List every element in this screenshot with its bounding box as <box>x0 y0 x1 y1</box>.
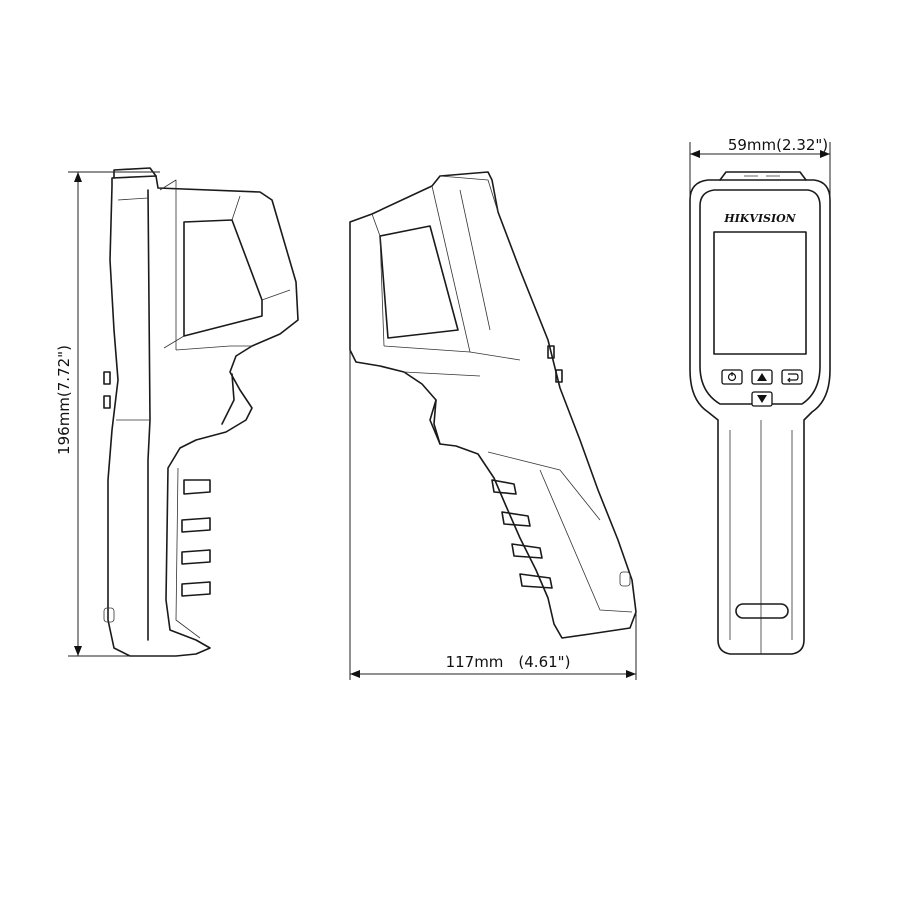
side-spine <box>147 189 151 641</box>
angled-head-facets <box>349 213 385 350</box>
side-view <box>103 167 299 657</box>
front-bezel <box>699 189 821 405</box>
front-view: HIKVISION <box>689 171 831 655</box>
up-arrow-icon <box>757 373 767 381</box>
side-panel-lines <box>116 197 150 421</box>
angled-button-upper <box>547 345 555 359</box>
side-trigger <box>221 373 235 425</box>
side-view-outline <box>107 175 299 657</box>
width-label: 59mm(2.32") <box>728 136 828 154</box>
front-keypad <box>721 369 803 407</box>
front-brand-logo: HIKVISION <box>723 212 796 225</box>
side-grip-edge <box>175 467 201 639</box>
width-dimension: 59mm(2.32") <box>689 136 831 238</box>
side-head-facets <box>163 195 291 349</box>
height-label: 196mm(7.72") <box>55 345 73 455</box>
angled-neck-lines <box>383 345 521 377</box>
side-grip-ridges <box>181 479 211 597</box>
front-head-outline <box>689 179 831 655</box>
back-arrow-icon <box>787 373 799 383</box>
length-label: 117mm (4.61") <box>446 653 571 671</box>
height-dimension: 196mm(7.72") <box>55 171 160 657</box>
angled-strap-hole <box>619 571 631 587</box>
down-arrow-icon <box>757 395 767 403</box>
angled-view-outline <box>349 171 637 639</box>
power-key <box>721 369 743 385</box>
front-strap-slot <box>735 603 789 619</box>
front-top-cap <box>719 171 807 181</box>
back-key <box>781 369 803 385</box>
angled-grip-edges <box>487 451 633 613</box>
angled-lens-window <box>379 225 459 339</box>
angled-button-lower <box>555 369 563 383</box>
side-strap-hole <box>103 607 115 623</box>
length-dimension: 117mm (4.61") <box>349 222 637 680</box>
side-head-edge <box>159 179 252 351</box>
angled-trigger <box>429 399 441 445</box>
side-button-lower <box>103 395 111 409</box>
angled-view <box>349 171 637 639</box>
side-lens-window <box>183 219 263 337</box>
angled-grip-ridges <box>491 479 553 589</box>
angled-body-edges <box>431 175 499 353</box>
front-screen <box>713 231 807 355</box>
side-button-upper <box>103 371 111 385</box>
front-handle-edges <box>729 430 793 640</box>
